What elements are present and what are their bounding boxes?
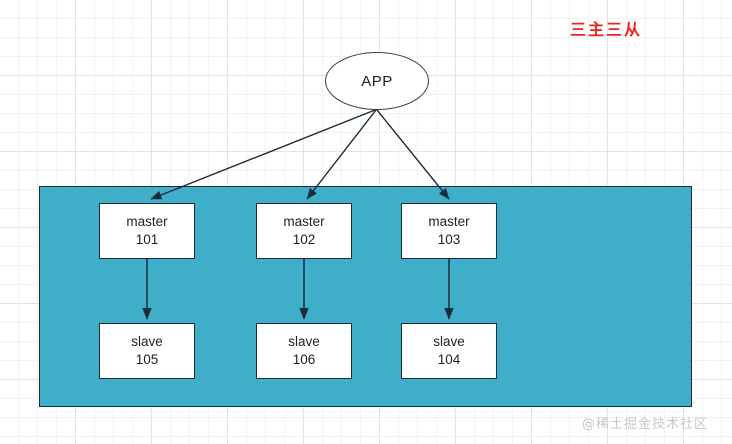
node-slave-105-id: 105: [135, 352, 159, 367]
watermark-text: @稀土掘金技术社区: [582, 417, 709, 432]
node-master-101[interactable]: master 101: [99, 203, 195, 259]
node-slave-105-role: slave: [131, 333, 163, 349]
node-slave-104-id: 104: [437, 352, 461, 367]
node-app[interactable]: APP: [325, 52, 429, 110]
node-app-label: APP: [361, 72, 393, 90]
node-master-102[interactable]: master 102: [256, 203, 352, 259]
node-master-101-role: master: [126, 213, 168, 229]
node-master-103-role: master: [428, 213, 470, 229]
node-slave-104-role: slave: [433, 333, 465, 349]
node-master-102-id: 102: [292, 232, 316, 247]
node-master-102-role: master: [283, 213, 325, 229]
node-slave-106-role: slave: [288, 333, 320, 349]
node-master-103[interactable]: master 103: [401, 203, 497, 259]
node-slave-104[interactable]: slave 104: [401, 323, 497, 379]
node-slave-105[interactable]: slave 105: [99, 323, 195, 379]
node-master-101-id: 101: [135, 232, 159, 247]
node-slave-106-id: 106: [292, 352, 316, 367]
node-master-103-id: 103: [437, 232, 461, 247]
node-slave-106[interactable]: slave 106: [256, 323, 352, 379]
diagram-annotation: 三主三从: [570, 20, 643, 39]
